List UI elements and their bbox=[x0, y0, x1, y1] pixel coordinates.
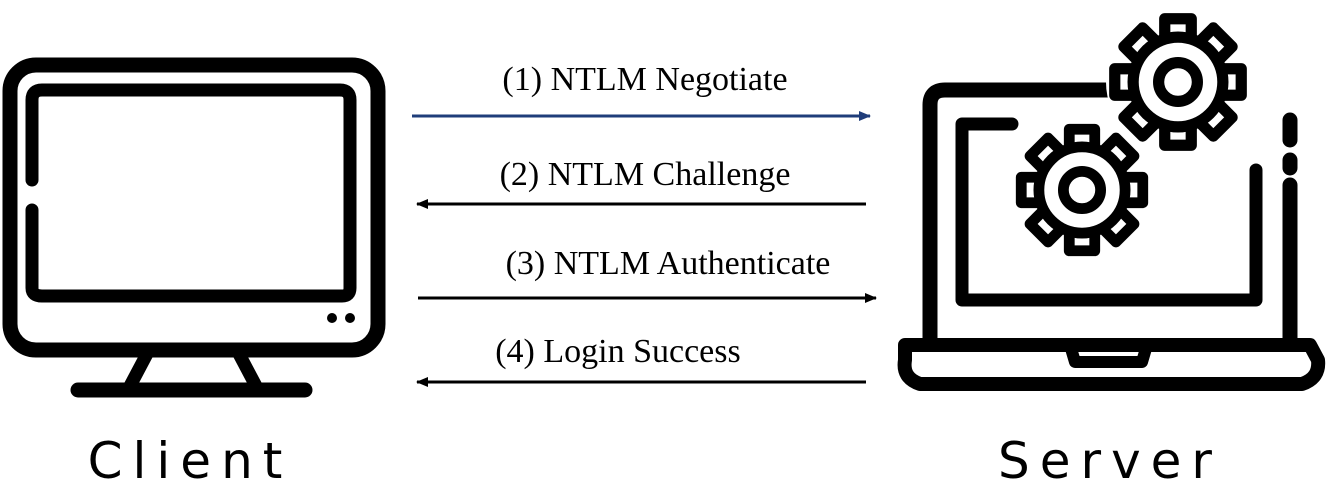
client-label: Client bbox=[88, 432, 293, 486]
message-4: (4) Login Success bbox=[416, 333, 866, 387]
message-3-label: (3) NTLM Authenticate bbox=[506, 245, 831, 282]
message-3: (3) NTLM Authenticate bbox=[418, 245, 877, 303]
message-1-label: (1) NTLM Negotiate bbox=[502, 61, 787, 98]
server-label: Server bbox=[998, 432, 1222, 486]
laptop-with-gears-icon bbox=[897, 10, 1326, 391]
message-2-label: (2) NTLM Challenge bbox=[500, 156, 791, 193]
desktop-monitor-icon bbox=[2, 57, 386, 398]
message-2: (2) NTLM Challenge bbox=[416, 156, 866, 209]
message-4-label: (4) Login Success bbox=[495, 333, 741, 370]
message-1: (1) NTLM Negotiate bbox=[412, 61, 871, 121]
